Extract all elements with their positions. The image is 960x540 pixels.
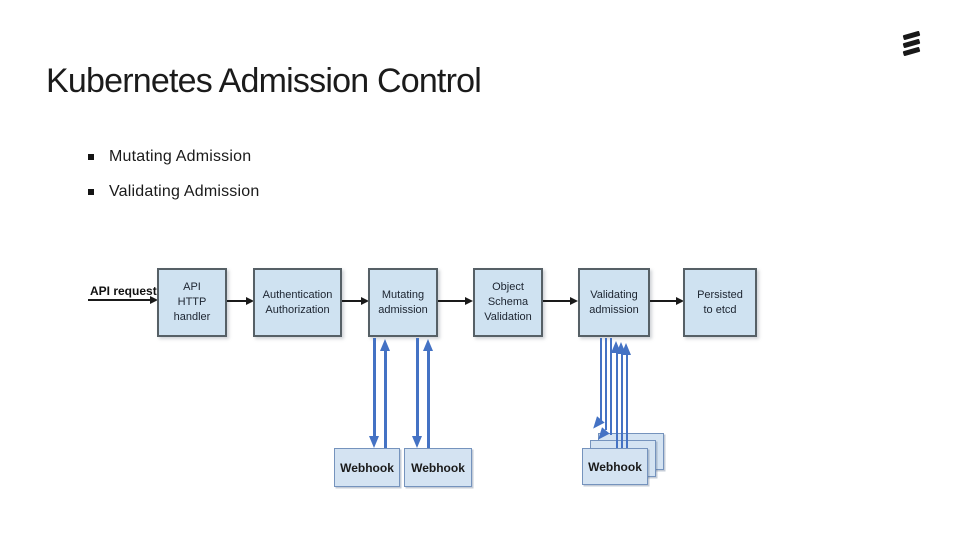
square-bullet-icon xyxy=(88,154,94,160)
arrow-down-icon xyxy=(369,436,379,448)
node-webhook-mutating-2: Webhook xyxy=(404,448,472,487)
mutating-webhook2-response-arrow xyxy=(427,351,430,448)
node-mutating-admission: Mutating admission xyxy=(368,268,438,337)
flow-arrow xyxy=(438,297,473,305)
flow-arrow xyxy=(342,297,369,305)
flow-arrow xyxy=(227,297,254,305)
mutating-webhook1-response-arrow xyxy=(384,351,387,448)
arrow-up-icon xyxy=(423,339,433,351)
logo-bar-icon xyxy=(902,46,921,57)
api-request-arrow xyxy=(88,296,158,304)
node-authentication-authorization: Authentication Authorization xyxy=(253,268,342,337)
validating-webhook-request-arrow xyxy=(600,338,602,424)
bullet-label: Mutating Admission xyxy=(109,148,252,165)
node-webhook-validating: Webhook xyxy=(582,448,648,485)
arrow-down-icon xyxy=(412,436,422,448)
flow-arrow xyxy=(650,297,684,305)
ericsson-logo xyxy=(902,30,924,61)
flow-arrow xyxy=(543,297,578,305)
page-title: Kubernetes Admission Control xyxy=(46,62,482,100)
node-api-http-handler: API HTTP handler xyxy=(157,268,227,337)
node-persisted-to-etcd: Persisted to etcd xyxy=(683,268,757,337)
bullet-item-mutating: Mutating Admission xyxy=(88,148,251,166)
node-webhook-mutating-1: Webhook xyxy=(334,448,400,487)
validating-webhook-response-arrow xyxy=(616,352,618,448)
validating-webhook-response-arrow xyxy=(626,352,628,448)
arrow-up-icon xyxy=(621,343,631,355)
validating-webhook-request-arrow xyxy=(605,338,607,430)
arrow-up-icon xyxy=(380,339,390,351)
node-object-schema-validation: Object Schema Validation xyxy=(473,268,543,337)
mutating-webhook2-request-arrow xyxy=(416,338,419,436)
node-validating-admission: Validating admission xyxy=(578,268,650,337)
bullet-item-validating: Validating Admission xyxy=(88,183,259,201)
validating-webhook-response-arrow xyxy=(621,352,623,448)
validating-webhook-request-arrow xyxy=(610,338,612,435)
mutating-webhook1-request-arrow xyxy=(373,338,376,436)
square-bullet-icon xyxy=(88,189,94,195)
api-request-label: API request xyxy=(90,284,157,298)
bullet-label: Validating Admission xyxy=(109,183,260,200)
